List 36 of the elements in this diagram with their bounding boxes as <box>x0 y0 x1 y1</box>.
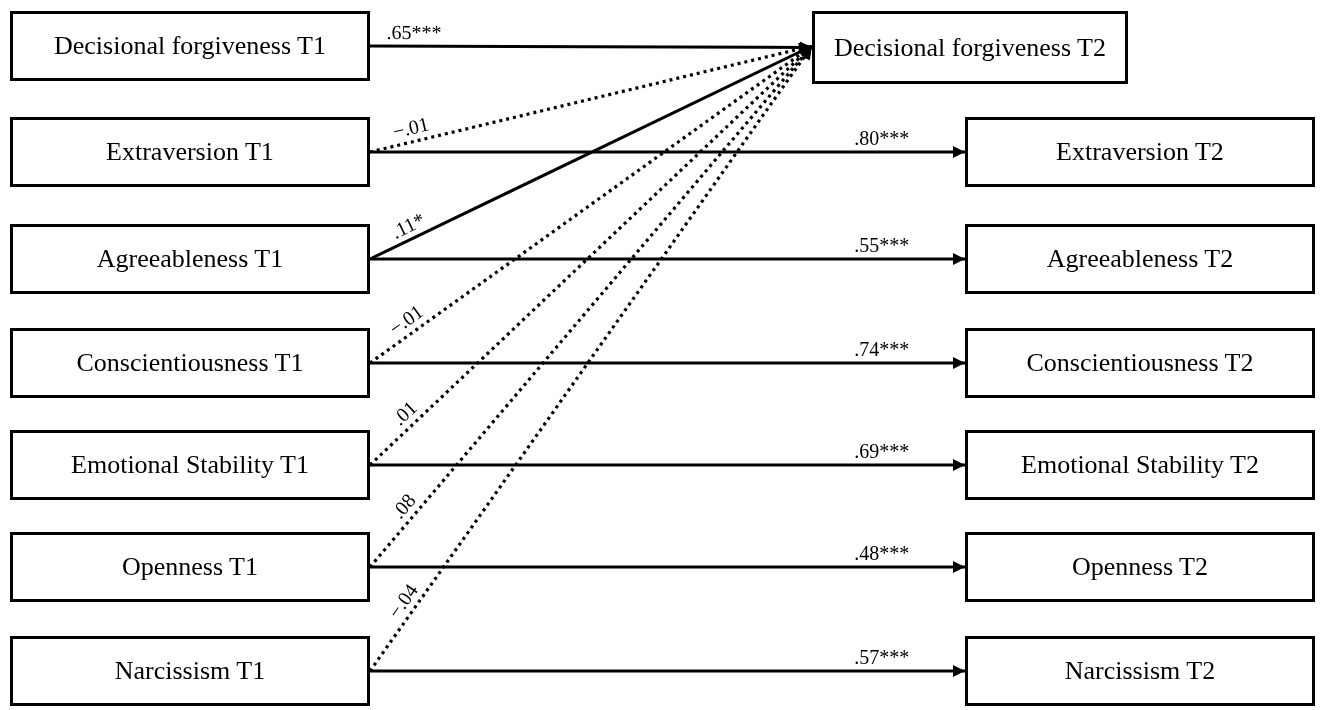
arrow <box>370 561 965 573</box>
variable-box <box>10 224 370 294</box>
variable-box <box>965 430 1315 500</box>
variable-box <box>10 636 370 706</box>
arrow <box>370 665 965 677</box>
variable-box <box>10 117 370 187</box>
variable-box <box>10 532 370 602</box>
variable-box <box>965 328 1315 398</box>
variable-name: Narcissism T2 <box>1064 656 1216 686</box>
variable-name: Agreeableness T1 <box>96 244 284 274</box>
variable-box <box>965 636 1315 706</box>
variable-name: Openness T2 <box>1072 552 1208 582</box>
variable-box <box>965 117 1315 187</box>
variable-name: Agreeableness T2 <box>1046 244 1234 274</box>
variable-name: Emotional Stability T2 <box>1021 450 1259 480</box>
variable-box <box>812 11 1128 84</box>
variable-box <box>10 11 370 81</box>
arrow <box>370 459 965 471</box>
arrow <box>370 146 965 158</box>
variable-name: Extraversion T1 <box>106 137 274 167</box>
arrow <box>369 42 813 154</box>
arrow <box>370 357 965 369</box>
variable-name: Extraversion T2 <box>1056 137 1224 167</box>
arrow <box>368 45 814 672</box>
variable-box <box>10 328 370 398</box>
arrow <box>370 253 965 265</box>
variable-name: Emotional Stability T1 <box>71 450 309 480</box>
variable-box <box>10 430 370 500</box>
variable-name: Narcissism T1 <box>114 656 266 686</box>
variable-name: Openness T1 <box>122 552 258 582</box>
variable-box <box>965 532 1315 602</box>
variable-name: Conscientiousness T2 <box>1026 348 1254 378</box>
variable-box <box>965 224 1315 294</box>
variable-name: Decisional forgiveness T2 <box>834 32 1106 63</box>
variable-name: Conscientiousness T1 <box>76 348 304 378</box>
variable-name: Decisional forgiveness T1 <box>54 31 326 61</box>
